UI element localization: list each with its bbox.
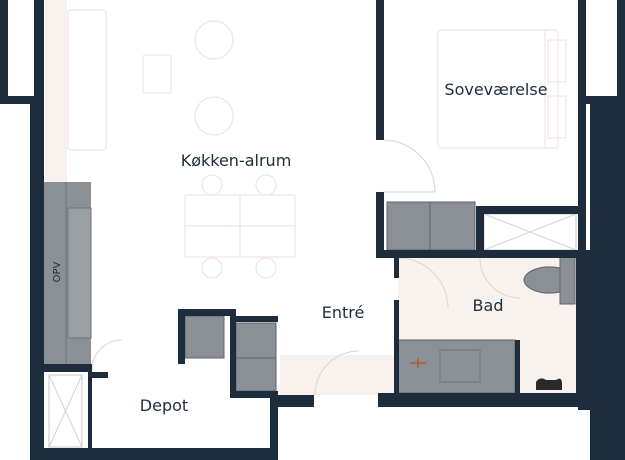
toilet-bowl (523, 266, 561, 294)
floor-kitchen-strip (45, 0, 67, 182)
floor-entrance (280, 355, 398, 395)
door-swings (91, 139, 521, 396)
cabinet-right (235, 322, 277, 392)
opv-label: OPV (52, 261, 63, 282)
kitchen-counter-inner (67, 207, 92, 339)
room-label-bathroom: Bad (473, 296, 504, 315)
shower-tray (397, 339, 516, 394)
wardrobe (386, 201, 476, 251)
living-furniture (67, 9, 234, 151)
room-label-entrance: Entré (322, 303, 365, 322)
room-label-storage: Depot (140, 396, 188, 415)
shower-mat (439, 349, 481, 383)
dining-table (184, 174, 296, 279)
cabinet-left (184, 315, 225, 359)
room-label-kitchen: Køkken-alrum (181, 151, 292, 170)
shaft-bathroom-cross-2 (483, 213, 577, 251)
bed (437, 29, 567, 149)
washer-icon (536, 378, 562, 390)
room-label-bedroom: Soveværelse (444, 80, 547, 99)
shaft-depot (48, 374, 83, 448)
shaft-depot-cross-2 (48, 374, 83, 448)
toilet-cistern (559, 255, 576, 305)
